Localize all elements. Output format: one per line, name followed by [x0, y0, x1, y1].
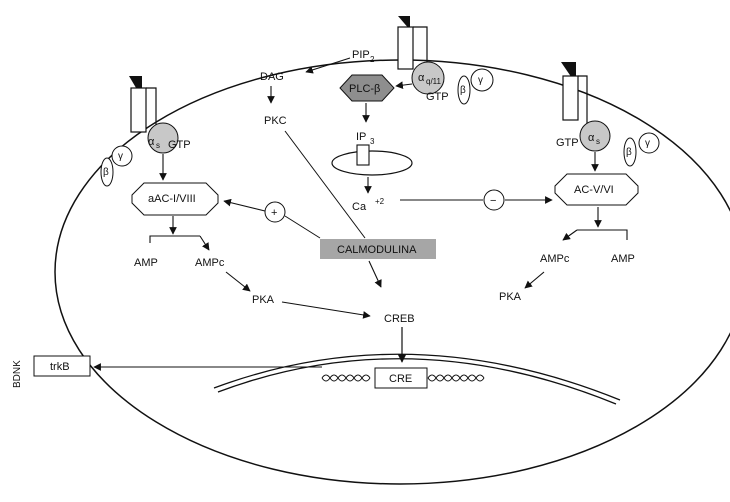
dag-label: DAG — [260, 71, 284, 83]
amp-label-right: AMP — [611, 253, 635, 265]
ac-left-product-line — [149, 235, 200, 243]
pip2-label: PIP — [352, 49, 370, 61]
plus-sign: + — [271, 207, 277, 219]
pip2-sub-label: 2 — [370, 55, 375, 64]
endoplasmic-reticulum — [331, 150, 413, 176]
plus-regulation-node — [264, 201, 286, 223]
ac-v-vi-label: AC-V/VI — [574, 184, 614, 196]
nuclear-envelope-inner — [217, 358, 617, 405]
cre-box — [374, 367, 428, 389]
bdnk-label: BDNK — [12, 360, 23, 388]
gamma-label-right: γ — [645, 138, 650, 149]
gtp-label-right: GTP — [556, 137, 579, 149]
gamma-subunit-center — [470, 68, 494, 92]
beta-subunit-left — [100, 157, 114, 187]
gamma-subunit-left — [111, 145, 133, 167]
aac-i-viii-enzyme — [131, 182, 219, 216]
alpha-s-subunit-left — [147, 122, 179, 154]
nuclear-envelope-outer — [213, 353, 621, 401]
beta-label-left: β — [103, 167, 109, 178]
arrow-alpha-q-to-plc — [395, 81, 413, 89]
pkc-label: PKC — [264, 115, 287, 127]
creb-label: CREB — [384, 313, 415, 325]
pka-label-right: PKA — [499, 291, 522, 303]
alpha-s-sub-label-left: s — [156, 141, 160, 150]
arrow-plus-to-aac — [223, 198, 266, 212]
arrow-to-ampc-left — [199, 235, 210, 251]
beta-label-center: β — [460, 85, 466, 96]
line-calmodulina-to-plus — [284, 215, 321, 239]
alpha-q-label: α — [418, 72, 425, 84]
arrow-pip2-to-dag — [305, 57, 351, 74]
beta-label-right: β — [626, 147, 632, 158]
plc-beta-enzyme — [339, 74, 395, 102]
calcium-label: Ca — [352, 201, 367, 213]
ampc-label-left: AMPc — [195, 257, 225, 269]
ampc-label-right: AMPc — [540, 253, 570, 265]
amp-label-left: AMP — [134, 257, 158, 269]
gamma-label-center: γ — [478, 75, 483, 86]
minus-sign: − — [490, 195, 496, 207]
alpha-q-subunit — [411, 61, 445, 95]
alpha-s-subunit-right — [579, 120, 611, 152]
aac-i-viii-label: aAC-I/VIII — [148, 193, 196, 205]
trkb-box — [33, 355, 91, 377]
calmodulina-label: CALMODULINA — [337, 244, 417, 256]
gtp-label-left: GTP — [168, 139, 191, 151]
alpha-s-label-left: α — [148, 136, 155, 148]
arrow-pka-left-to-creb — [281, 301, 371, 319]
receptor-right — [561, 62, 588, 124]
receptor-left — [129, 76, 157, 133]
plc-beta-label: PLC-β — [349, 83, 380, 95]
beta-subunit-right — [623, 137, 637, 167]
ip3-label: IP — [356, 131, 366, 143]
pka-label-left: PKA — [252, 294, 275, 306]
calcium-charge-label: +2 — [375, 197, 385, 206]
gamma-subunit-right — [638, 132, 660, 154]
minus-regulation-node — [483, 189, 505, 211]
alpha-s-sub-label-right: s — [596, 137, 600, 146]
alpha-s-label-right: α — [588, 132, 595, 144]
calmodulina-box — [320, 239, 436, 259]
arrow-ampc-to-pka-right — [524, 271, 545, 289]
arrow-ampc-to-pka-left — [225, 271, 251, 292]
line-pkc-to-calmodulina — [284, 130, 366, 239]
receptor-plc — [397, 16, 428, 70]
ip3-receptor-channel — [356, 144, 370, 166]
ac-v-vi-enzyme — [554, 173, 639, 206]
gtp-label-center: GTP — [426, 91, 449, 103]
beta-subunit-center — [457, 75, 471, 105]
alpha-q-sub-label: q/11 — [426, 77, 442, 86]
arrow-calmodulina-to-creb — [368, 260, 382, 288]
arrow-to-ampc-right — [562, 229, 578, 241]
trkb-label: trkB — [50, 361, 70, 373]
ip3-sub-label: 3 — [370, 137, 375, 146]
cre-label: CRE — [389, 373, 412, 385]
dna-strand-2 — [321, 374, 485, 382]
gamma-label-left: γ — [118, 151, 123, 162]
ac-right-product-line — [577, 229, 628, 240]
